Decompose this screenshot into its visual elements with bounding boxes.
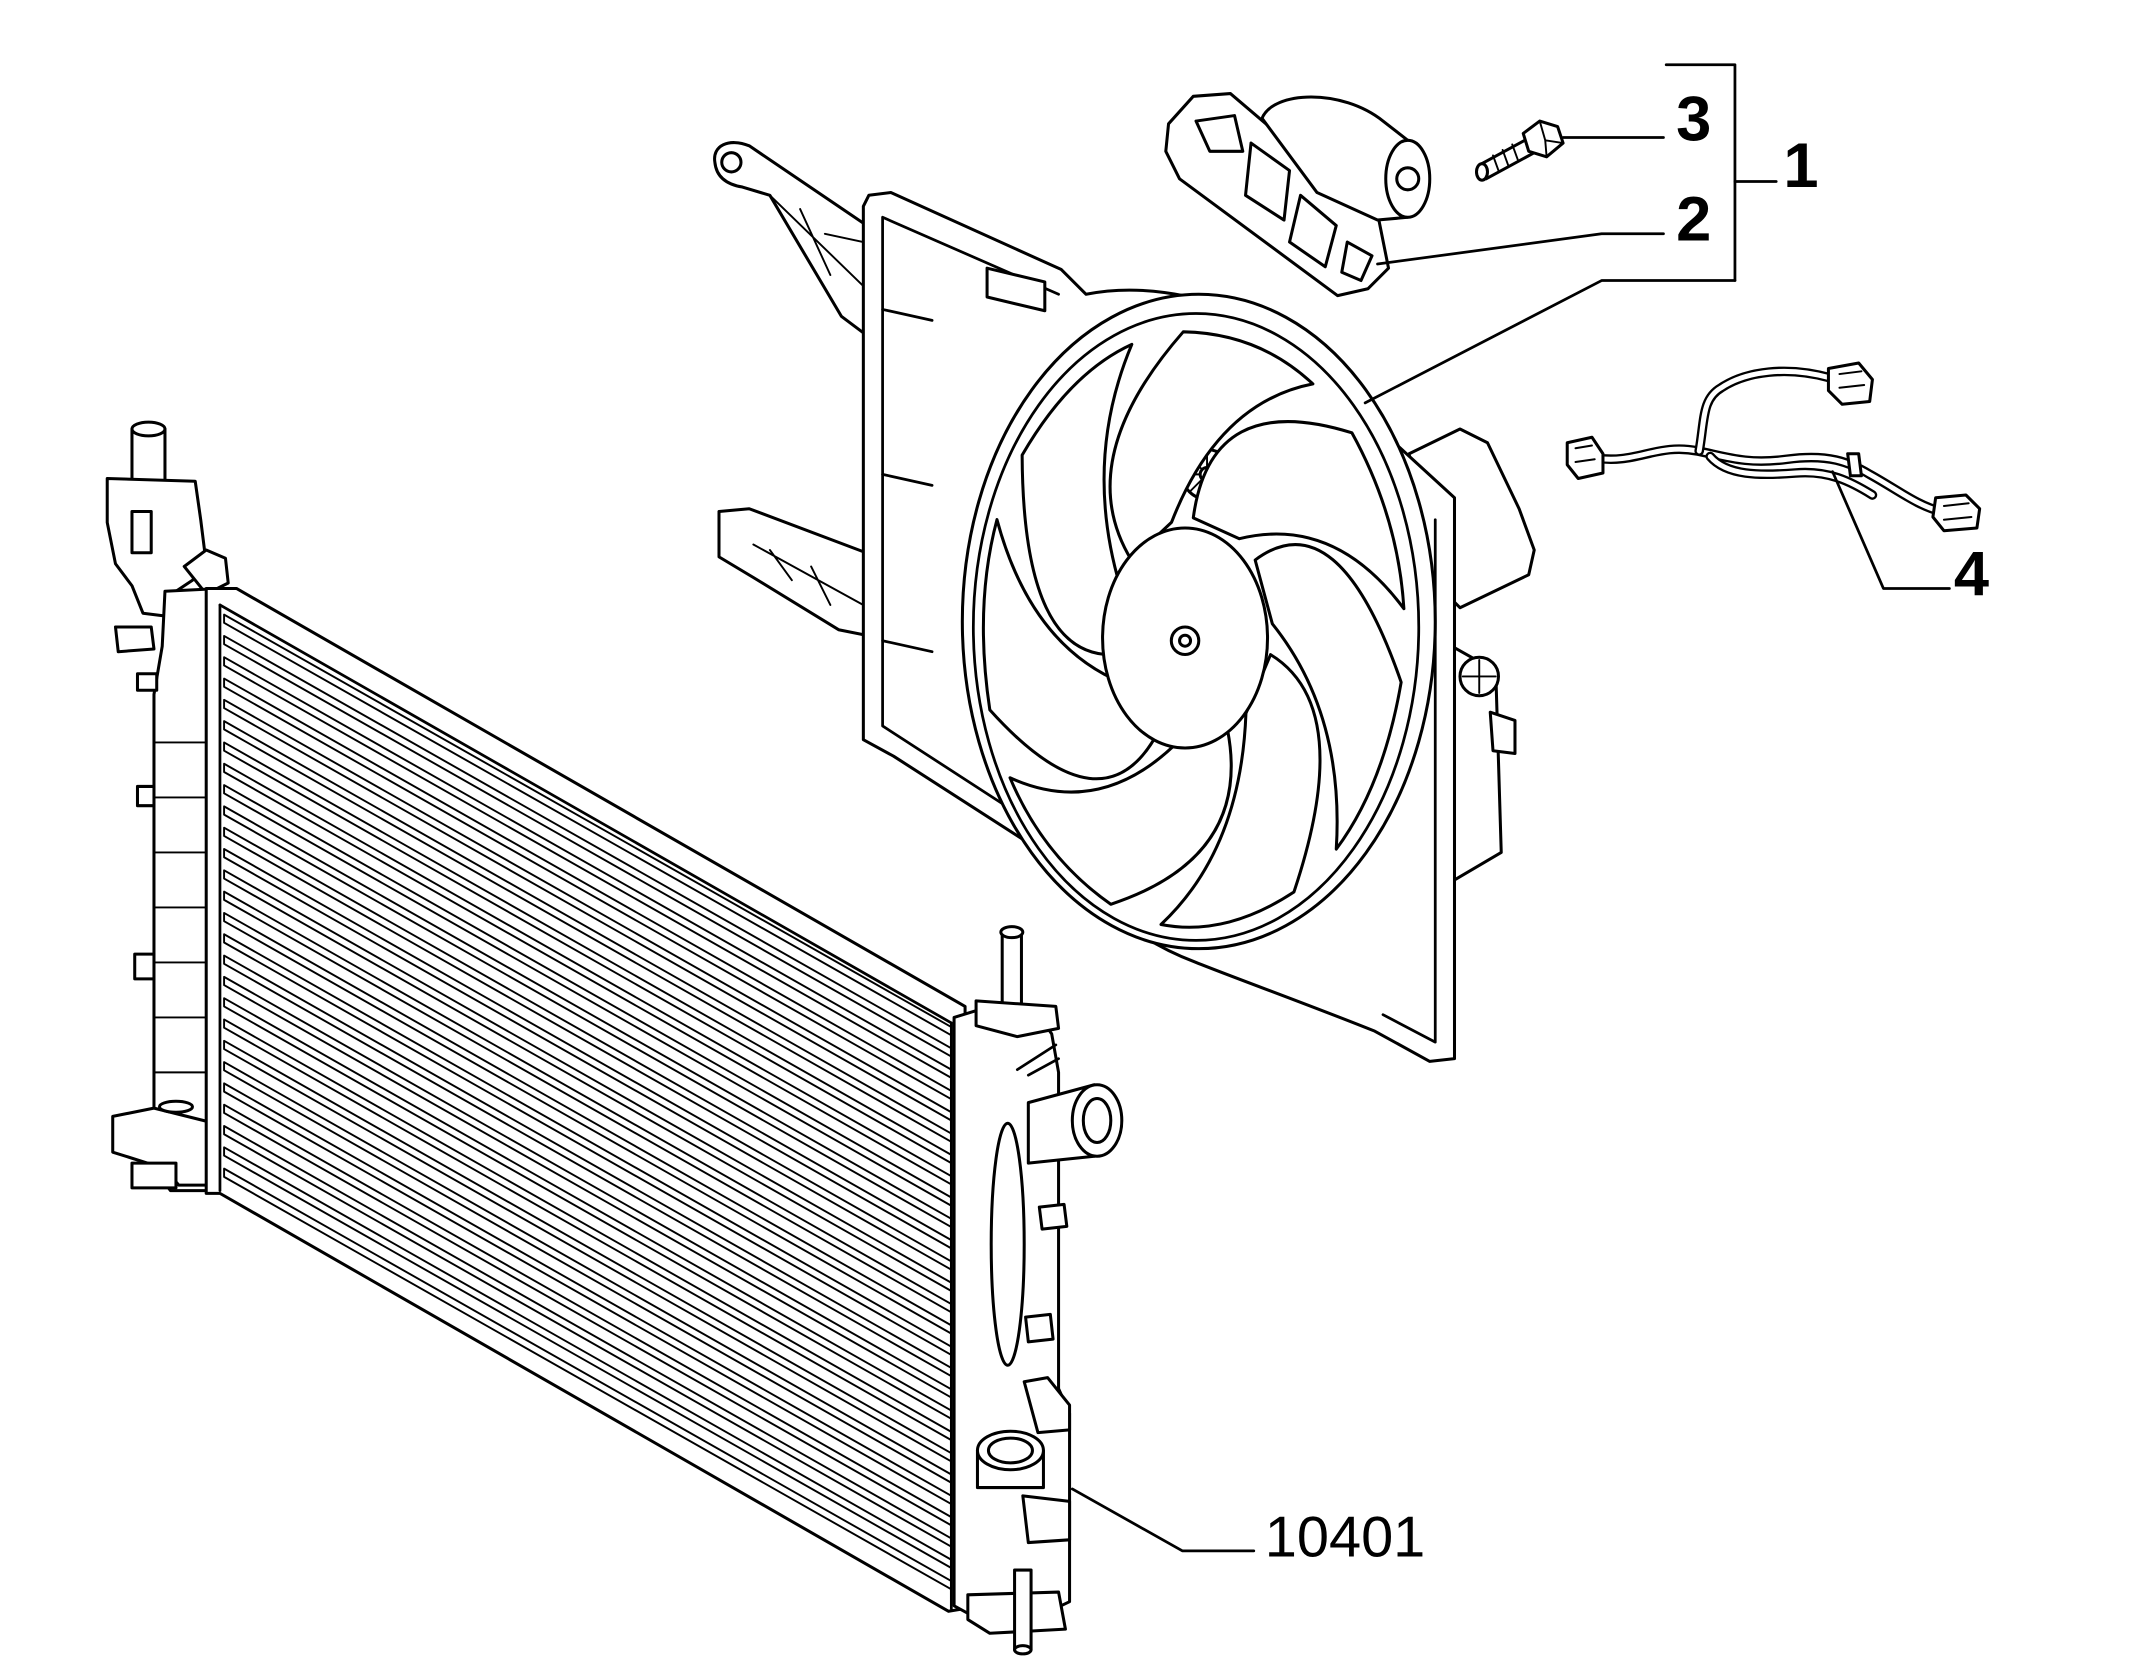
fan-blade (1008, 728, 1233, 906)
leader-line-10401 (1070, 1487, 1256, 1553)
harness-connector (1565, 435, 1605, 481)
leader-line-4 (1831, 470, 1951, 590)
harness-connector (1826, 361, 1874, 406)
radiator-lower-slot (157, 1099, 194, 1114)
harness-wire-core (1592, 446, 1944, 514)
fan-blade (1020, 342, 1134, 657)
radiator-lower-clip (1022, 1376, 1072, 1435)
radiator-left-neck-cap (130, 420, 167, 438)
fan-blade (1253, 543, 1403, 851)
screw-head (1521, 119, 1565, 159)
shroud-clip (1488, 710, 1517, 755)
group-bracket (1664, 63, 1737, 282)
radiator-side-slot (989, 1121, 1026, 1367)
leader-line-1 (1363, 279, 1737, 405)
harness-wire-core (1696, 368, 1834, 454)
shroud-slot-top (985, 266, 1047, 313)
callout-label-2: 2 (1676, 185, 1711, 255)
shroud-upper-mount-arm (713, 141, 871, 339)
wiring-harness (1565, 361, 1982, 533)
radiator-core-tubes (223, 613, 953, 1591)
fan-blade (1108, 330, 1315, 562)
radiator-side-pin (1037, 1202, 1069, 1231)
harness-connector-detail (1942, 502, 1973, 521)
radiator-bracket-slot (130, 509, 153, 555)
radiator (105, 420, 1124, 1656)
radiator-lower-neck-bore (986, 1436, 1034, 1465)
radiator-left-boss (133, 952, 156, 981)
callout-label-1: 1 (1783, 131, 1818, 201)
mount-hole (720, 151, 743, 174)
radiator-bottom-pin (1013, 1568, 1033, 1652)
resistor-plate-cutout (1340, 240, 1374, 283)
radiator-left-boss (135, 784, 156, 808)
radiator-right-top-bracket (974, 999, 1061, 1039)
radiator-right-clip (1015, 1043, 1060, 1077)
radiator-top-plate (218, 603, 953, 1025)
screw (1474, 119, 1565, 182)
mount-arm-rib (752, 543, 865, 606)
shroud-vent-rotor-spokes (1461, 659, 1497, 694)
resistor-plate-cutout (1244, 141, 1292, 222)
radiator-left-boss (113, 625, 156, 654)
callout-label-3: 3 (1676, 84, 1711, 154)
radiator-lower-bracket (1021, 1494, 1072, 1545)
fan-ring-inner (971, 312, 1421, 942)
harness-connector-detail (1574, 444, 1596, 463)
harness-sleeve (1846, 452, 1863, 478)
radiator-left-boss (135, 672, 159, 692)
shroud-lower-mount-arm (717, 507, 868, 637)
harness-connector-detail (1838, 370, 1866, 389)
radiator-top-pin (1000, 930, 1023, 1008)
resistor (1164, 92, 1432, 298)
fan-blade (981, 518, 1161, 781)
harness-connector (1931, 493, 1982, 533)
harness-wire-core (1707, 454, 1875, 498)
shroud-rib (881, 308, 934, 654)
screw-head-edge (1538, 120, 1565, 158)
radiator-top-pin-head (999, 925, 1025, 940)
fan-blades (981, 330, 1406, 929)
mount-arm-rib (768, 194, 865, 287)
fan-hub-nut (1178, 633, 1193, 648)
radiator-bottom-pin-end (1013, 1644, 1033, 1656)
fan-blade (1191, 420, 1406, 611)
screw-thread (1492, 143, 1519, 172)
radiator-side-pin (1024, 1312, 1055, 1344)
callout-leaders (1070, 63, 1951, 1553)
resistor-plate-cutout (1194, 114, 1245, 153)
screw-tip (1474, 162, 1490, 182)
resistor-plate-cutout (1288, 193, 1338, 269)
radiator-outlet-bore (1081, 1097, 1113, 1145)
fan-blade (1159, 653, 1322, 929)
callout-label-10401: 10401 (1265, 1505, 1426, 1569)
fan-assembly (713, 141, 1536, 1063)
callout-label-4: 4 (1954, 539, 1989, 609)
leader-line-2 (1376, 232, 1665, 266)
harness-wire (1694, 366, 1836, 456)
resistor-socket (1395, 166, 1421, 192)
radiator-left-foot (130, 1161, 178, 1190)
